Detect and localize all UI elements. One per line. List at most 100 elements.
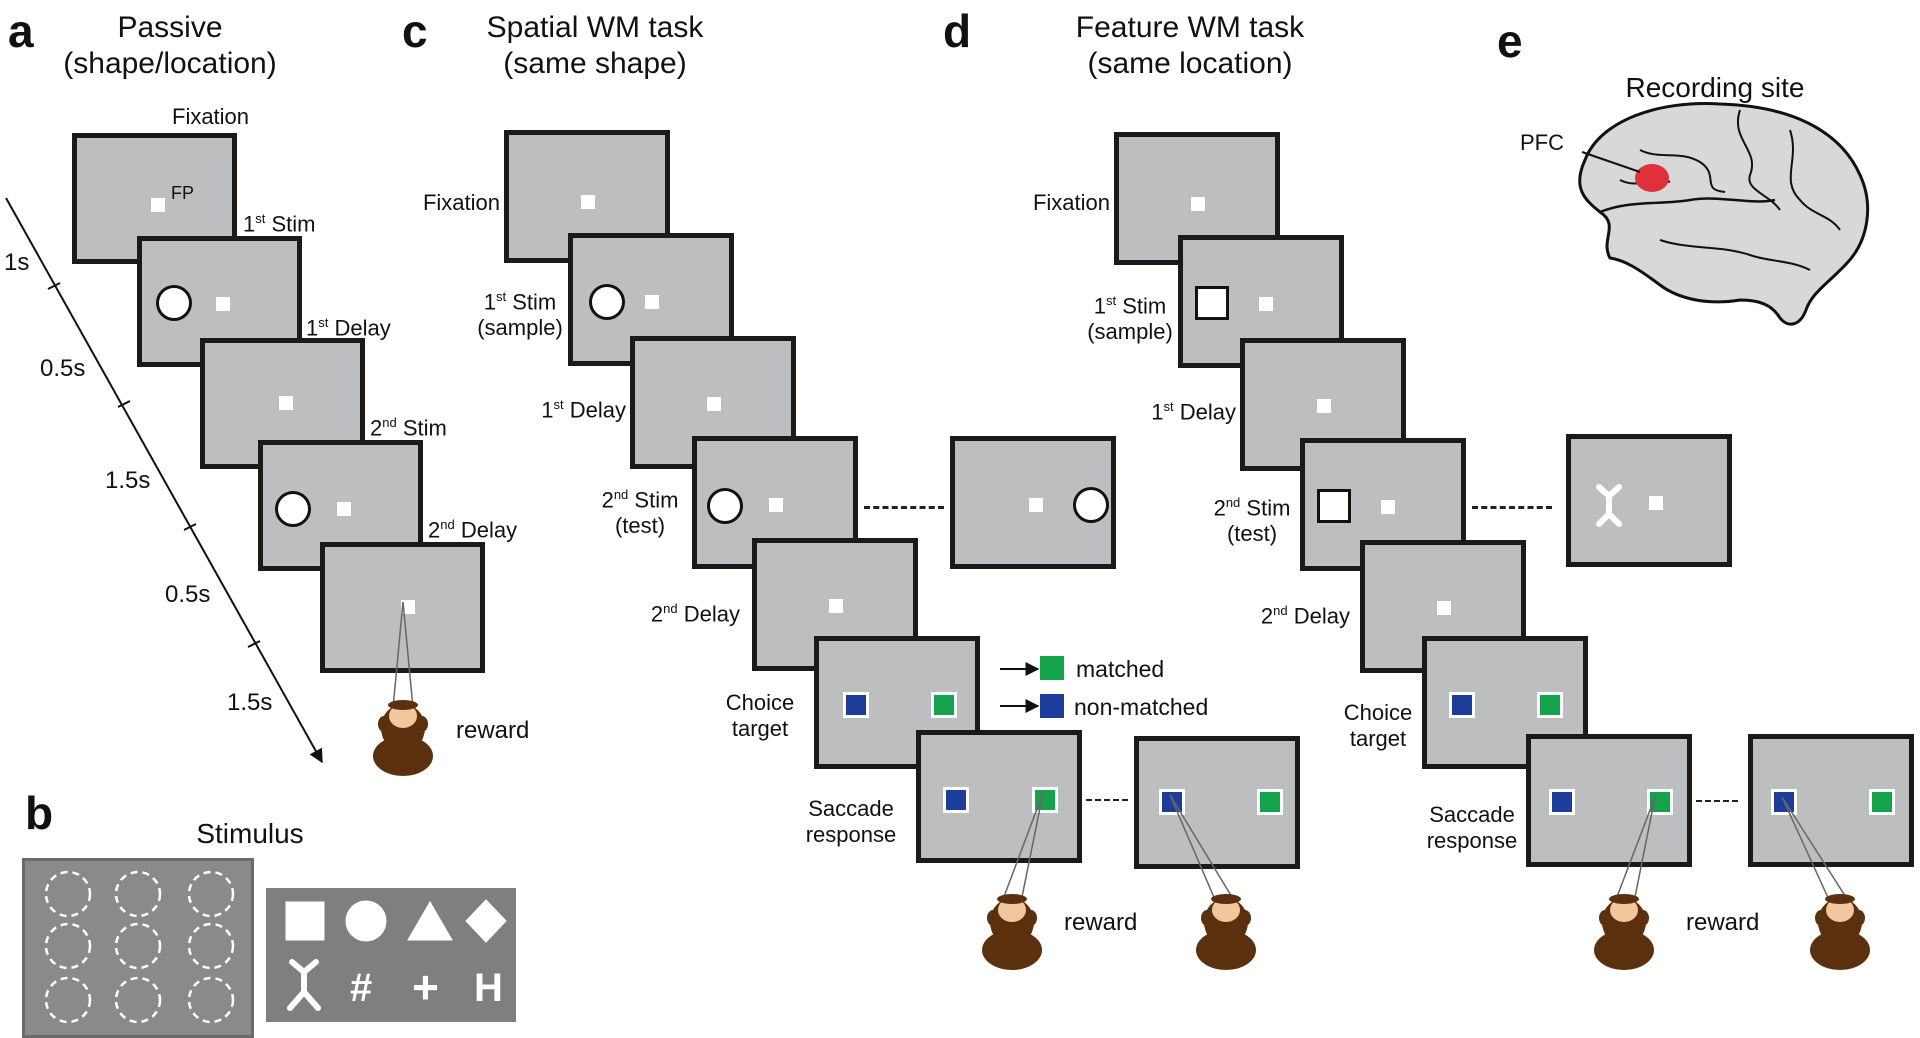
ordinal-sup: nd bbox=[613, 487, 629, 502]
circle-stimulus bbox=[156, 285, 192, 321]
matched-target bbox=[1869, 789, 1895, 815]
panel-c-delay1-label: 1st Delay bbox=[520, 392, 626, 423]
panel-c-stim2-label: 2nd Stim (test) bbox=[592, 482, 688, 539]
ordinal-sup: st bbox=[553, 397, 564, 412]
legend-non-matched-swatch bbox=[1040, 694, 1064, 718]
panel-c-saccade-label: Saccade response bbox=[795, 796, 907, 848]
timeline-axis bbox=[5, 197, 323, 764]
ordinal: 2 bbox=[601, 487, 614, 513]
fixation-point bbox=[581, 195, 595, 209]
legend-non-matched-label: non-matched bbox=[1074, 694, 1209, 720]
delay-word: Delay bbox=[1293, 603, 1350, 629]
panel-e-title: Recording site bbox=[1625, 72, 1805, 103]
panel-letter-d: d bbox=[943, 5, 972, 57]
ordinal-sup: nd bbox=[663, 601, 678, 616]
monkey-icon bbox=[1810, 894, 1870, 970]
matched-target bbox=[1647, 789, 1673, 815]
fp-label: FP bbox=[171, 183, 195, 203]
panel-d-fixation-label: Fixation bbox=[1032, 190, 1110, 215]
ordinal-sup: st bbox=[255, 211, 266, 226]
panel-a-delay2-label: 2nd Delay bbox=[428, 512, 517, 543]
panel-d-delay1-label: 1st Delay bbox=[1130, 394, 1236, 425]
monkey-icon bbox=[982, 894, 1042, 970]
panel-b-title: Stimulus bbox=[196, 818, 304, 849]
saccade-line2: response bbox=[1426, 828, 1518, 853]
panel-letter-a: a bbox=[8, 5, 34, 57]
saccade-line2: response bbox=[805, 822, 897, 847]
shape-set bbox=[285, 899, 507, 1011]
panel-a-title-line1: Passive bbox=[117, 11, 223, 44]
ordinal: 1 bbox=[483, 289, 496, 315]
panel-c-fixation-label: Fixation bbox=[422, 190, 500, 215]
panel-a-title-line2: (shape/location) bbox=[63, 47, 277, 80]
panel-c-title-line1: Spatial WM task bbox=[486, 11, 704, 44]
monkey-icon bbox=[373, 700, 433, 776]
saccade-line1: Saccade bbox=[808, 796, 894, 821]
sample-word: (sample) bbox=[1087, 319, 1173, 345]
alternative-test-connector bbox=[1472, 506, 1552, 509]
stim-word: Stim bbox=[1122, 293, 1167, 319]
panel-a-delay1-label: 1st Delay bbox=[306, 310, 391, 341]
ordinal-sup: st bbox=[496, 289, 507, 304]
square-shape bbox=[285, 901, 325, 941]
location-stimulus-set bbox=[22, 858, 254, 1038]
stim-word: Stim bbox=[634, 487, 679, 513]
panel-d-title: Feature WM task (same location) bbox=[1065, 10, 1315, 82]
ordinal: 1 bbox=[1093, 293, 1106, 319]
fixation-point bbox=[216, 297, 230, 311]
fixation-point bbox=[1437, 601, 1451, 615]
circle-stimulus bbox=[589, 284, 625, 320]
stim-word: Stim bbox=[1246, 495, 1291, 521]
fixation-point bbox=[769, 498, 783, 512]
matched-target bbox=[1257, 789, 1283, 815]
circle-shape bbox=[345, 900, 387, 942]
h-shape: H bbox=[474, 966, 503, 1010]
panel-c-title: Spatial WM task (same shape) bbox=[470, 10, 720, 82]
non-matched-target bbox=[843, 692, 869, 718]
time-label-2: 0.5s bbox=[40, 355, 86, 382]
ordinal-sup: nd bbox=[440, 517, 455, 532]
panel-d-reward-label: reward bbox=[1686, 909, 1760, 936]
time-label-4: 0.5s bbox=[165, 581, 211, 608]
pfc-label: PFC bbox=[1520, 130, 1564, 155]
legend-matched-swatch bbox=[1040, 656, 1064, 680]
diamond-shape bbox=[465, 899, 507, 943]
panel-c-stim1-label: 1st Stim (sample) bbox=[470, 284, 570, 341]
saccade-line1: Saccade bbox=[1429, 802, 1515, 827]
y-shape bbox=[287, 959, 321, 1011]
stim2-line: 2nd Stim bbox=[592, 482, 688, 513]
alternative-test-connector bbox=[864, 506, 944, 509]
ordinal-sup: st bbox=[318, 315, 329, 330]
square-stimulus bbox=[1195, 286, 1229, 320]
monkey-icon bbox=[1196, 894, 1256, 970]
panel-c-alt-test-screen bbox=[950, 436, 1116, 569]
delay-word: Delay bbox=[460, 517, 518, 543]
circle-stimulus bbox=[275, 491, 311, 527]
delay-word: Delay bbox=[569, 397, 626, 423]
test-word: (test) bbox=[1226, 521, 1278, 547]
gaze-lines bbox=[392, 601, 1850, 903]
choice-line1: Choice bbox=[1343, 700, 1413, 725]
panel-c-choice-label: Choice target bbox=[712, 690, 808, 742]
delay-word: Delay bbox=[1179, 399, 1236, 425]
panel-d-choice-label: Choice target bbox=[1330, 700, 1426, 752]
plus-shape: + bbox=[412, 961, 439, 1013]
square-stimulus bbox=[1317, 489, 1351, 523]
ordinal-sup: nd bbox=[1273, 603, 1288, 618]
circle-stimulus bbox=[707, 488, 743, 524]
monkey-icon bbox=[1594, 894, 1654, 970]
panel-d-alt-test-screen bbox=[1566, 434, 1732, 567]
ordinal: 2 bbox=[1213, 495, 1226, 521]
fixation-point bbox=[151, 198, 165, 212]
choice-line1: Choice bbox=[725, 690, 795, 715]
location-circles bbox=[44, 870, 235, 1024]
ordinal: 1 bbox=[306, 315, 319, 341]
panel-a-stim1-label: 1st Stim bbox=[243, 206, 316, 237]
stim-word: Stim bbox=[512, 289, 557, 315]
time-label-1: 1s bbox=[4, 249, 30, 276]
fixation-point bbox=[337, 502, 351, 516]
panel-letter-c: c bbox=[402, 5, 428, 57]
non-matched-target bbox=[1159, 789, 1185, 815]
panel-d-title-line2: (same location) bbox=[1087, 47, 1293, 80]
